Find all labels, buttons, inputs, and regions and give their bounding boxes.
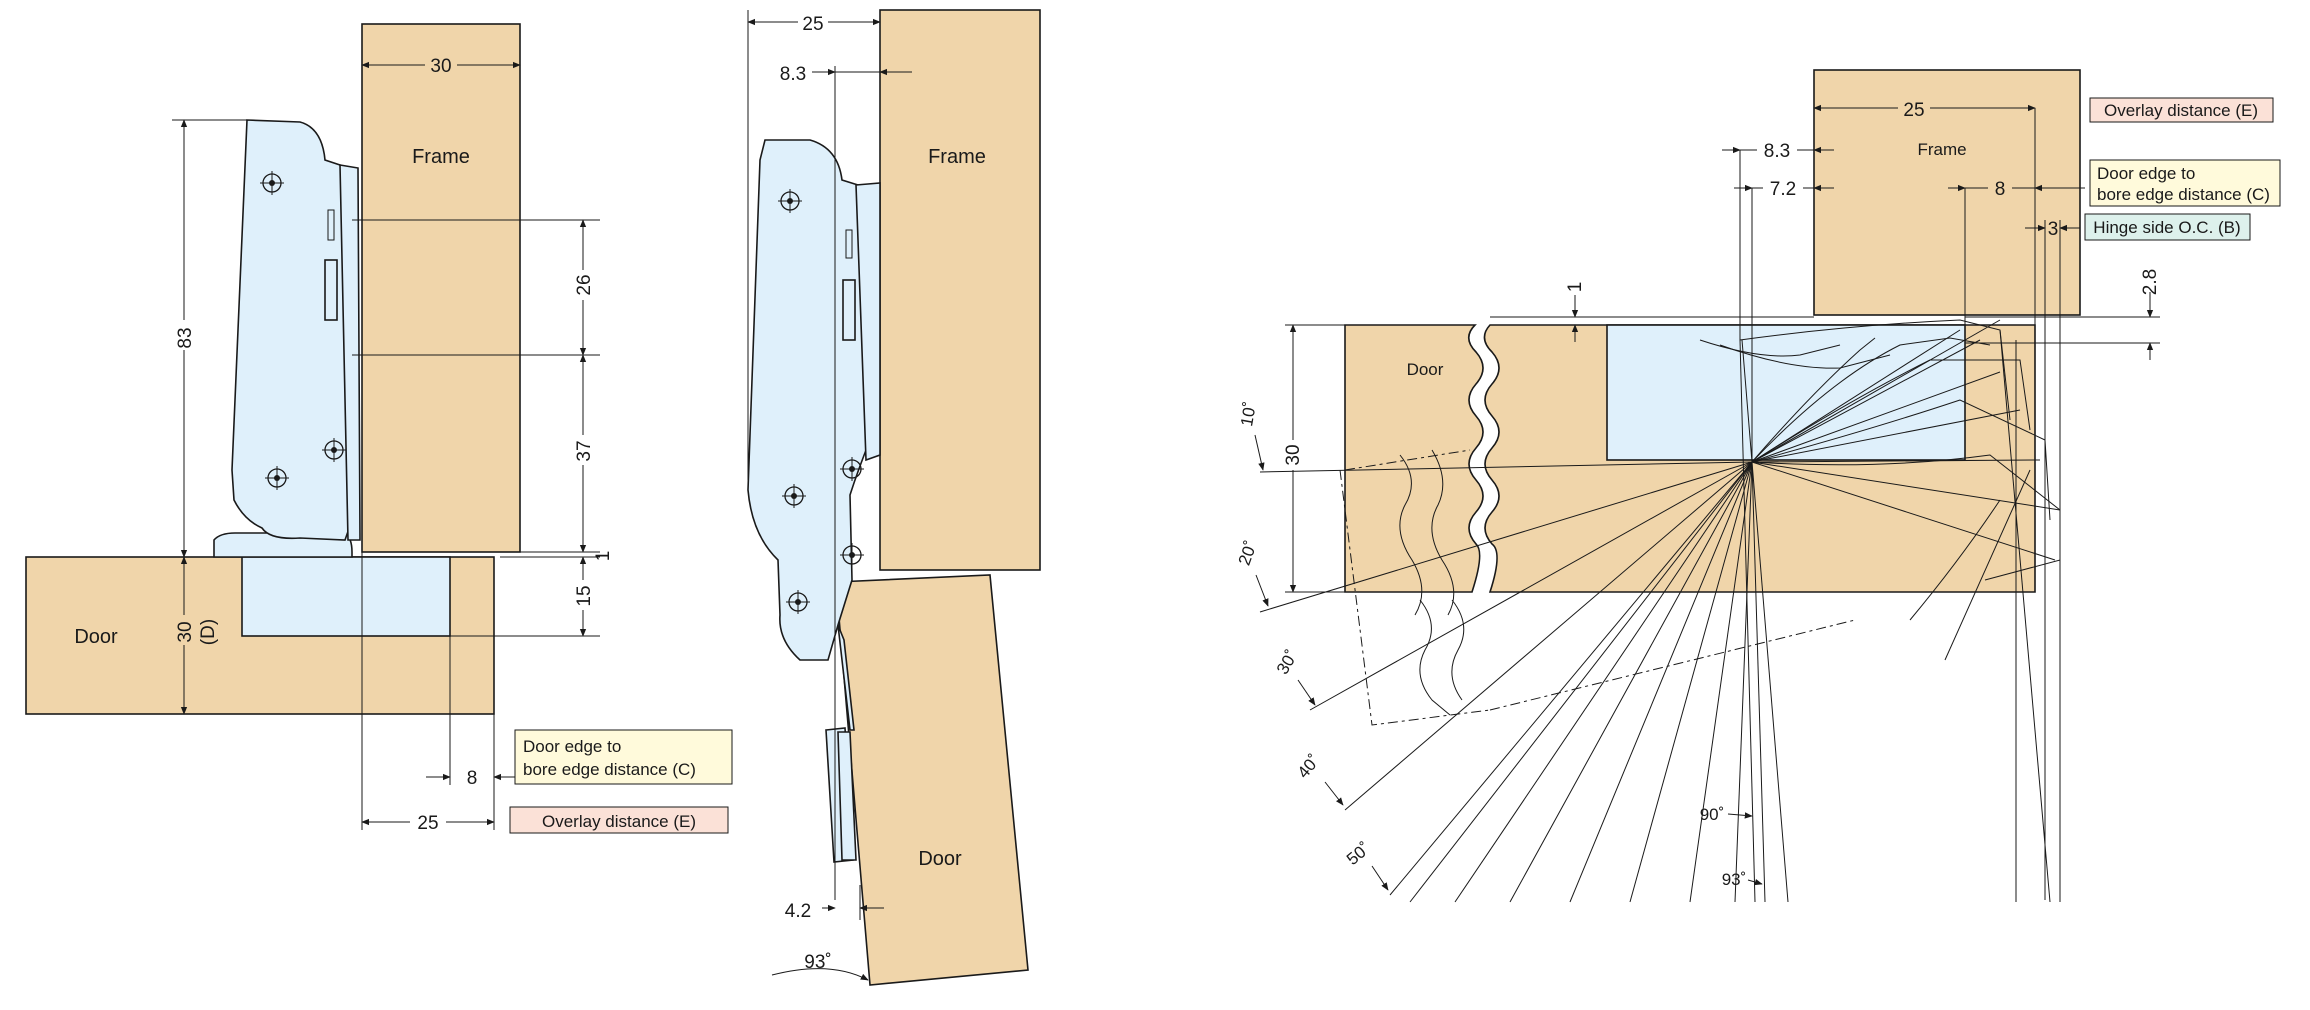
left-hinge-knuckle — [324, 259, 338, 321]
left-door-label: Door — [74, 626, 118, 648]
left-screw-icon — [260, 171, 284, 195]
left-frame-label: Frame — [412, 146, 470, 168]
right-frame-label: Frame — [1917, 140, 1966, 159]
right-door-label: Door — [1407, 360, 1444, 379]
left-screw-icon — [265, 466, 289, 490]
right-hinge-oc-label: Hinge side O.C. (B) — [2084, 213, 2251, 241]
left-hinge-arm — [231, 119, 353, 541]
right-angle-40: 40˚ — [1294, 751, 1324, 782]
svg-text:Door edge to: Door edge to — [2097, 164, 2195, 183]
left-frame — [361, 23, 521, 553]
left-hinge-slot — [327, 209, 335, 241]
left-dim-30-top: 30 — [430, 56, 451, 77]
left-dim-25: 25 — [417, 813, 438, 834]
right-door-swing-outline — [1339, 449, 1856, 726]
middle-screw-icon — [840, 457, 864, 481]
svg-text:bore edge distance (C): bore edge distance (C) — [523, 760, 696, 779]
svg-text:Hinge side O.C. (B): Hinge side O.C. (B) — [2093, 218, 2240, 237]
middle-frame — [879, 9, 1041, 571]
middle-screw-icon — [778, 189, 802, 213]
middle-screw-icon — [786, 590, 810, 614]
middle-screw-icon — [840, 543, 864, 567]
right-frame — [1813, 69, 2081, 316]
right-dim-30: 30 — [1283, 444, 1304, 465]
right-angle-20: 20˚ — [1235, 538, 1261, 568]
right-view: Frame Door — [1235, 69, 2281, 903]
right-dim-1: 1 — [1565, 282, 1586, 293]
svg-text:bore edge distance (C): bore edge distance (C) — [2097, 185, 2270, 204]
left-dim-d: (D) — [198, 619, 219, 645]
right-bore-edge-label: Door edge to bore edge distance (C) — [2089, 159, 2281, 207]
right-angle-93: 93˚ — [1722, 870, 1747, 889]
middle-dim-4-2: 4.2 — [785, 901, 811, 922]
right-dim-25: 25 — [1903, 100, 1924, 121]
right-dim-8-3: 8.3 — [1764, 141, 1790, 162]
middle-hinge-link — [837, 624, 855, 731]
right-angle-90: 90˚ — [1700, 805, 1725, 824]
middle-angle-93: 93˚ — [804, 952, 831, 973]
left-dim-1: 1 — [593, 551, 614, 562]
right-overlay-label: Overlay distance (E) — [2089, 97, 2274, 123]
left-dim-30-door: 30 — [175, 621, 196, 642]
middle-screw-icon — [782, 484, 806, 508]
middle-view: Frame Door 25 — [747, 9, 1041, 986]
middle-door — [835, 574, 1029, 986]
left-dim-8: 8 — [467, 768, 478, 789]
right-dim-3: 3 — [2048, 219, 2059, 240]
right-cup-rotation-traces — [1699, 319, 2061, 661]
right-dim-8: 8 — [1995, 179, 2006, 200]
middle-hinge-arm — [747, 139, 871, 661]
right-hinge-cup — [1606, 324, 1966, 461]
right-dim-7-2: 7.2 — [1770, 179, 1796, 200]
middle-hinge-slot — [845, 229, 853, 259]
left-hinge-cup — [241, 556, 451, 637]
middle-frame-label: Frame — [928, 146, 986, 168]
middle-hinge-knuckle — [842, 279, 856, 341]
right-angle-10: 10˚ — [1237, 400, 1260, 428]
svg-text:Overlay distance (E): Overlay distance (E) — [542, 812, 696, 831]
left-screw-icon — [322, 438, 346, 462]
right-angle-30: 30˚ — [1273, 647, 1302, 678]
left-hinge-mount — [339, 164, 361, 541]
left-dim-37: 37 — [574, 440, 595, 461]
left-view: Frame Door 30 — [25, 23, 733, 834]
left-bore-edge-label: Door edge to bore edge distance (C) — [514, 729, 733, 785]
right-dim-2-8: 2.8 — [2140, 269, 2161, 295]
svg-text:Door edge to: Door edge to — [523, 737, 621, 756]
left-dim-26: 26 — [574, 274, 595, 295]
middle-dim-25: 25 — [802, 14, 823, 35]
right-angle-50: 50˚ — [1343, 839, 1374, 869]
middle-hinge-cup-rim — [837, 731, 857, 861]
left-dim-15: 15 — [574, 585, 595, 606]
svg-text:Overlay distance (E): Overlay distance (E) — [2104, 101, 2258, 120]
left-dim-83: 83 — [175, 327, 196, 348]
middle-hinge-mount — [855, 182, 881, 462]
left-overlay-label: Overlay distance (E) — [509, 806, 729, 834]
middle-dim-8-3: 8.3 — [780, 64, 806, 85]
middle-door-label: Door — [918, 848, 962, 870]
